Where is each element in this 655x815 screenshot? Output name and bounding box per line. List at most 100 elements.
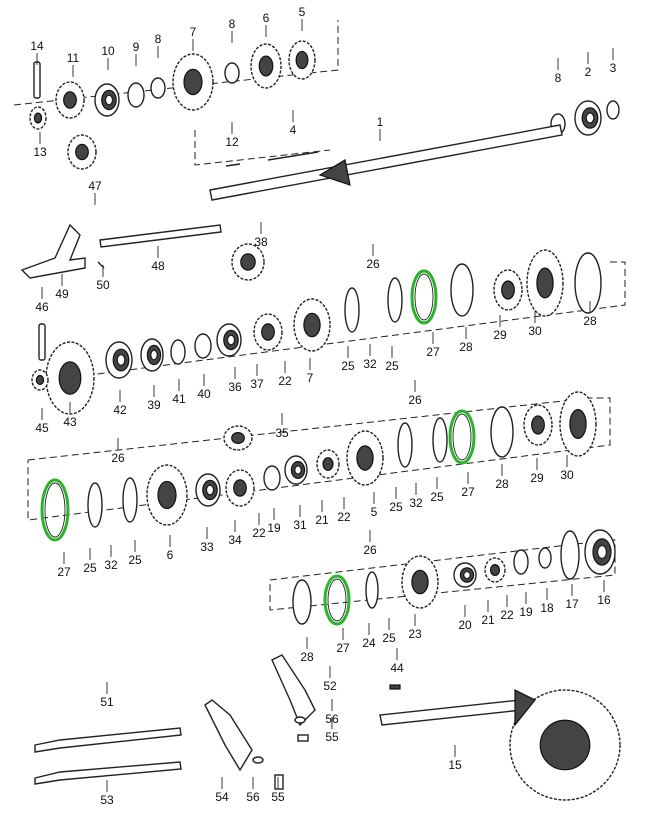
shift-plate bbox=[87, 482, 103, 528]
part-number-label: 26 bbox=[366, 257, 380, 271]
pinion-gear bbox=[514, 689, 536, 727]
part-number-label: 47 bbox=[88, 179, 102, 193]
bearing-bore bbox=[149, 349, 158, 361]
part-number-label: 48 bbox=[151, 259, 165, 273]
part-number-label: 49 bbox=[55, 287, 69, 301]
part-number-label: 26 bbox=[111, 451, 125, 465]
group-border-line bbox=[89, 261, 626, 376]
synchro-sleeve-bore bbox=[569, 409, 587, 440]
part-number-label: 28 bbox=[495, 477, 509, 491]
pin bbox=[38, 323, 46, 361]
part-number-label: 21 bbox=[481, 613, 495, 627]
shift-rod bbox=[99, 224, 222, 248]
gear-bore bbox=[258, 55, 274, 77]
synchro-ring-inner bbox=[327, 578, 347, 622]
bearing-bore bbox=[116, 353, 126, 367]
gear-bore bbox=[58, 361, 82, 395]
washer bbox=[224, 62, 240, 84]
snap-ring bbox=[490, 406, 514, 458]
gear-bore bbox=[303, 312, 321, 338]
part-number-label: 6 bbox=[263, 11, 270, 25]
synchro-ring bbox=[448, 409, 476, 465]
shift-plate bbox=[344, 287, 360, 333]
needle-bearing-bore bbox=[231, 432, 245, 445]
part-number-label: 36 bbox=[228, 380, 242, 394]
part-number-label: 22 bbox=[500, 608, 514, 622]
part-number-label: 4 bbox=[290, 123, 297, 137]
part-number-label: 43 bbox=[63, 415, 77, 429]
needle-bearing-bore bbox=[240, 253, 256, 271]
snap-ring bbox=[450, 263, 474, 317]
synchro-ring bbox=[40, 478, 70, 542]
part-number-label: 9 bbox=[133, 40, 140, 54]
bolt bbox=[297, 734, 309, 742]
snap-ring bbox=[606, 100, 620, 120]
part-number-label: 32 bbox=[104, 558, 118, 572]
gear-bore bbox=[411, 569, 429, 595]
part-number-label: 51 bbox=[100, 695, 114, 709]
part-number-label: 55 bbox=[325, 730, 339, 744]
snap-ring bbox=[560, 530, 580, 580]
part-number-label: 5 bbox=[371, 505, 378, 519]
part-number-label: 34 bbox=[228, 533, 242, 547]
part-number-label: 38 bbox=[254, 235, 268, 249]
part-number-label: 28 bbox=[300, 650, 314, 664]
washer bbox=[194, 333, 212, 359]
part-number-label: 18 bbox=[540, 601, 554, 615]
part-number-label: 55 bbox=[271, 790, 285, 804]
part-number-label: 39 bbox=[147, 398, 161, 412]
part-number-label: 46 bbox=[35, 300, 49, 314]
part-number-label: 8 bbox=[155, 32, 162, 46]
bearing-bore bbox=[585, 112, 595, 124]
part-number-label: 7 bbox=[190, 25, 197, 39]
drive-pinion bbox=[318, 159, 351, 186]
nut-bore bbox=[33, 112, 43, 124]
gear-bore bbox=[157, 480, 177, 510]
part-number-label: 50 bbox=[96, 278, 110, 292]
part-number-label: 3 bbox=[610, 61, 617, 75]
part-number-label: 22 bbox=[252, 526, 266, 540]
synchro-ring-inner bbox=[452, 413, 472, 461]
group-border-line bbox=[194, 130, 331, 166]
part-number-label: 29 bbox=[493, 328, 507, 342]
pin bbox=[33, 61, 41, 99]
part-number-label: 33 bbox=[200, 540, 214, 554]
washer bbox=[513, 549, 529, 575]
part-number-label: 25 bbox=[83, 561, 97, 575]
part-number-label: 27 bbox=[461, 485, 475, 499]
part-number-label: 14 bbox=[30, 39, 44, 53]
gear-bore bbox=[75, 143, 89, 161]
part-number-label: 19 bbox=[519, 605, 533, 619]
snap-ring bbox=[292, 579, 312, 625]
washer bbox=[170, 339, 186, 365]
washer bbox=[150, 77, 166, 99]
snap-ring bbox=[574, 252, 602, 314]
part-number-label: 53 bbox=[100, 793, 114, 807]
part-number-label: 23 bbox=[408, 627, 422, 641]
synchro-hub-bore bbox=[531, 415, 545, 435]
needle-bearing-bore bbox=[489, 563, 501, 576]
part-number-label: 21 bbox=[315, 513, 329, 527]
part-number-label: 30 bbox=[528, 324, 542, 338]
sleeve-bore bbox=[294, 465, 303, 475]
pinion-shaft bbox=[379, 699, 523, 726]
shift-plate bbox=[122, 477, 138, 523]
bearing-bore bbox=[104, 94, 114, 106]
sleeve-bore bbox=[205, 484, 215, 496]
washer bbox=[252, 756, 264, 764]
part-number-label: 10 bbox=[101, 44, 115, 58]
part-number-label: 22 bbox=[278, 374, 292, 388]
synchro-hub-bore bbox=[501, 280, 515, 300]
key bbox=[225, 163, 241, 167]
synchro-ring-inner bbox=[44, 482, 66, 538]
part-number-label: 25 bbox=[385, 359, 399, 373]
part-number-label: 6 bbox=[167, 548, 174, 562]
part-number-label: 11 bbox=[67, 51, 80, 65]
part-number-label: 7 bbox=[307, 371, 314, 385]
part-number-label: 31 bbox=[293, 518, 307, 532]
part-number-label: 25 bbox=[389, 500, 403, 514]
needle-bearing-bore bbox=[322, 457, 334, 471]
part-number-label: 44 bbox=[390, 661, 404, 675]
